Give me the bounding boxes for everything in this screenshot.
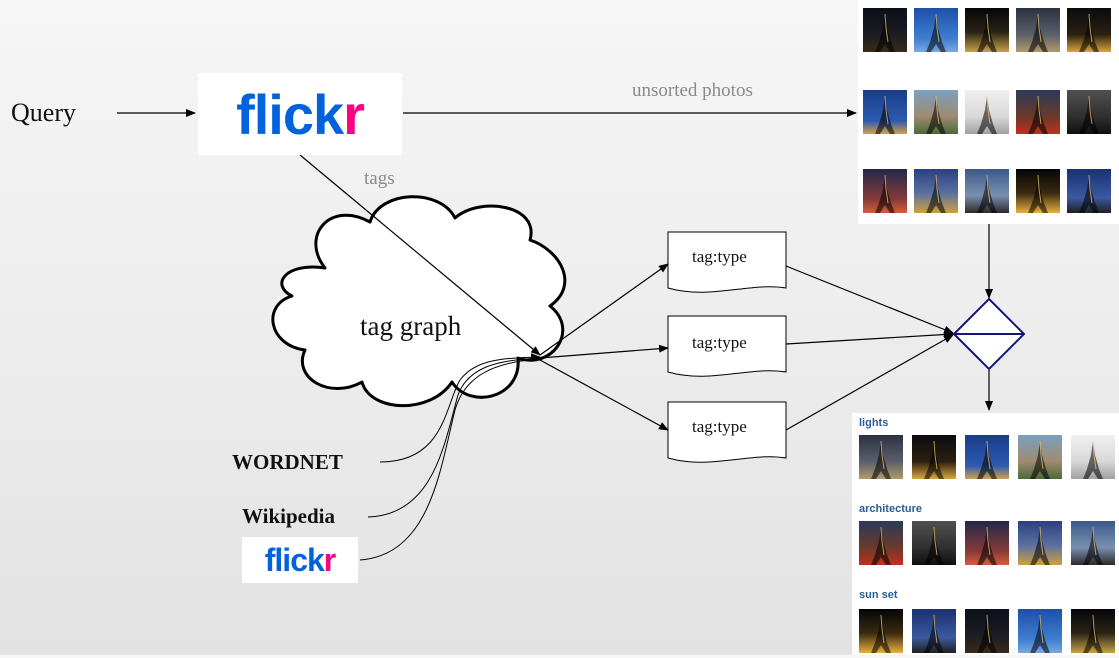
photo-thumbnail [863,90,907,134]
tag-type-box-2 [667,315,787,377]
eiffel-tower-icon [871,614,891,653]
photo-thumbnail [912,435,956,479]
eiffel-tower-icon [1030,526,1050,565]
hub-to-tagtype-3 [539,359,669,431]
photo-thumbnail [914,90,958,134]
tag-type-label-3: tag:type [692,417,747,436]
photo-thumbnail [1016,8,1060,52]
eiffel-tower-icon [1030,614,1050,653]
tag-type-box-3 [667,401,787,463]
eiffel-tower-icon [1028,174,1048,213]
photo-thumbnail [859,521,903,565]
eiffel-tower-icon [1079,13,1099,52]
photo-thumbnail [1018,435,1062,479]
eiffel-tower-icon [871,526,891,565]
photo-thumbnail [914,8,958,52]
tag-type-label-1: tag:type [692,247,747,266]
hub-to-tagtype-1 [539,263,669,356]
sorted-photos-panel: lights architecture sun set [852,413,1119,655]
photo-thumbnail [863,8,907,52]
photo-thumbnail [965,8,1009,52]
eiffel-tower-icon [1030,440,1050,479]
photo-thumbnail [1071,609,1115,653]
tag-type-label-2: tag:type [692,333,747,352]
eiffel-tower-icon [1079,174,1099,213]
tagtype-2-to-diamond [785,330,954,345]
photo-thumbnail [912,609,956,653]
eiffel-tower-icon [875,13,895,52]
eiffel-tower-icon [1083,614,1103,653]
tag-graph-cloud [271,195,567,408]
eiffel-tower-icon [1028,13,1048,52]
flickr-logo-source-text: flickr [264,541,337,578]
tag-type-box-1 [667,231,787,293]
photo-thumbnail [912,521,956,565]
photo-thumbnail [1071,521,1115,565]
eiffel-tower-icon [875,174,895,213]
category-label-architecture: architecture [859,503,922,515]
wordnet-connector [379,353,541,463]
eiffel-tower-icon [1083,440,1103,479]
photo-thumbnail [1067,8,1111,52]
photo-thumbnail [1018,521,1062,565]
flickr-logo-source: flickr [242,537,358,583]
category-label-lights: lights [859,417,889,429]
tag-graph-label: tag graph [360,311,462,341]
tags-label: tags [364,168,395,189]
eiffel-tower-icon [977,440,997,479]
eiffel-tower-icon [1083,526,1103,565]
photo-thumbnail [965,90,1009,134]
eiffel-tower-icon [1079,95,1099,134]
eiffel-tower-icon [924,440,944,479]
eiffel-tower-icon [1028,95,1048,134]
flickr-source-connector [359,358,541,561]
flickr-logo-main: flickr [198,73,402,155]
eiffel-tower-icon [977,174,997,213]
eiffel-tower-icon [875,95,895,134]
photo-thumbnail [859,435,903,479]
photo-thumbnail [1067,169,1111,213]
eiffel-tower-icon [977,95,997,134]
eiffel-tower-icon [977,526,997,565]
unsorted-photos-panel [858,0,1119,224]
eiffel-tower-icon [977,13,997,52]
eiffel-tower-icon [924,526,944,565]
photo-thumbnail [965,435,1009,479]
tagtype-3-to-diamond [785,334,954,431]
photo-thumbnail [1071,435,1115,479]
wikipedia-connector [367,357,541,518]
eiffel-tower-icon [977,614,997,653]
photo-thumbnail [1018,609,1062,653]
photo-thumbnail [859,609,903,653]
eiffel-tower-icon [926,174,946,213]
photo-thumbnail [965,169,1009,213]
eiffel-tower-icon [926,95,946,134]
eiffel-tower-icon [924,614,944,653]
photo-thumbnail [965,609,1009,653]
eiffel-tower-icon [926,13,946,52]
hub-to-tagtype-2 [539,344,669,359]
photo-thumbnail [965,521,1009,565]
wikipedia-label: Wikipedia [242,504,335,528]
category-label-sunset: sun set [859,589,898,601]
tagtype-1-to-diamond [785,265,954,334]
flickr-logo-text: flickr [236,82,365,146]
photo-thumbnail [863,169,907,213]
photo-thumbnail [1016,90,1060,134]
query-label: Query [11,98,76,127]
tags-arrow [299,154,541,356]
photo-thumbnail [914,169,958,213]
eiffel-tower-icon [871,440,891,479]
photo-thumbnail [1016,169,1060,213]
unsorted-photos-label: unsorted photos [632,80,753,101]
photo-thumbnail [1067,90,1111,134]
wordnet-label: WORDNET [232,450,343,474]
